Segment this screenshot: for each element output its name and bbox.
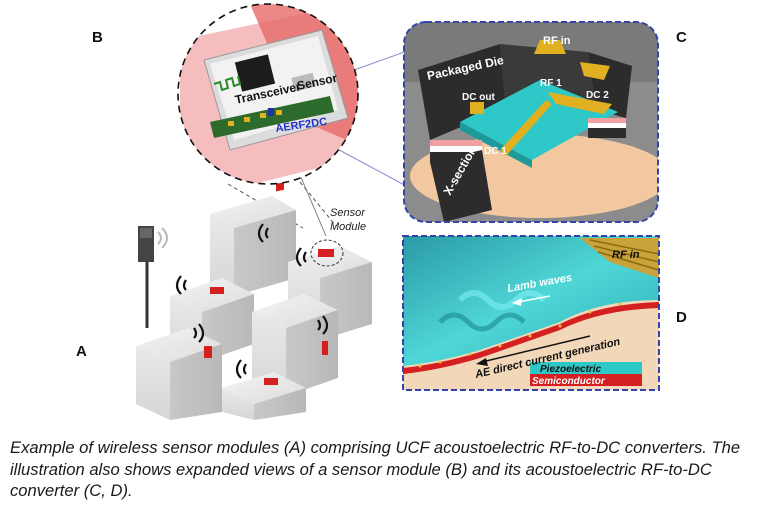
sensor-box xyxy=(252,294,338,396)
legend-piezo-swatch xyxy=(530,362,642,374)
panel-b-magnifier: Transceiver Sensor AERF2DC xyxy=(177,3,359,185)
piezoelectric-label: Piezoelectric xyxy=(540,364,602,375)
dc-out-label: DC out xyxy=(462,92,495,103)
sensor-box xyxy=(210,178,296,296)
figure-caption: Example of wireless sensor modules (A) c… xyxy=(10,438,741,500)
legend-semiconductor-swatch xyxy=(530,374,642,386)
panel-label-b: B xyxy=(92,29,103,46)
zoom-line-right xyxy=(299,181,337,227)
panel-label-c: C xyxy=(676,29,687,46)
antenna-icon xyxy=(138,226,168,328)
panel-d-lamb-waves: RF in Lamb waves AE direct current gener… xyxy=(402,235,660,391)
panel-label-d: D xyxy=(676,309,687,326)
sensor-box xyxy=(222,359,306,420)
sensor-box xyxy=(136,323,222,420)
rf-in-label-c: RF in xyxy=(543,35,571,47)
rf-in-label-d: RF in xyxy=(612,249,640,261)
sensor-module-label-line2: Module xyxy=(330,221,366,233)
sensor-module-label-line1: Sensor xyxy=(330,207,366,219)
dc-2-label: DC 2 xyxy=(586,90,609,101)
panel-label-a: A xyxy=(76,343,87,360)
connector-lines xyxy=(299,49,411,237)
figure-illustration: Sensor Module Transceiver Sensor xyxy=(76,3,687,420)
semiconductor-label: Semiconductor xyxy=(532,376,606,387)
dc-1-label: DC 1 xyxy=(484,146,507,157)
panel-a-illustration: Sensor Module xyxy=(136,178,372,420)
panel-c-packaged-die: Packaged Die RF in RF 1 DC out DC 2 DC 1… xyxy=(403,21,659,223)
rf-1-label: RF 1 xyxy=(540,78,562,89)
